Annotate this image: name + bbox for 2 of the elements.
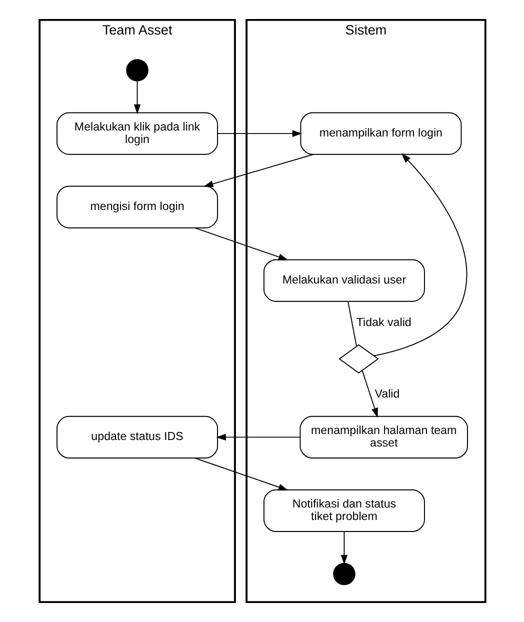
edge-label: Valid bbox=[374, 388, 400, 401]
edge-label: Tidak valid bbox=[356, 316, 411, 330]
